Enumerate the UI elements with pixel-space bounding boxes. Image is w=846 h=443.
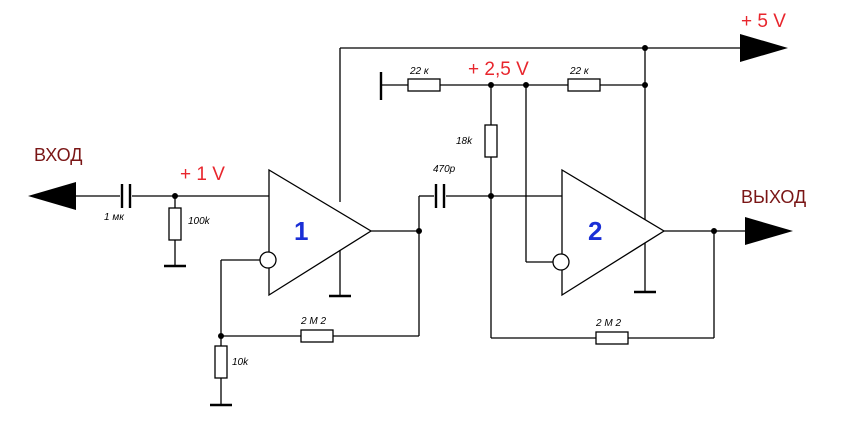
r-fb1-label: 2 М 2 <box>300 316 326 327</box>
opamp-2-label: 2 <box>588 216 602 246</box>
plus-2-5v-label: + 2,5 V <box>468 59 529 80</box>
plus-1v-label: + 1 V <box>180 164 225 185</box>
resistor-22k-right <box>567 78 601 92</box>
supply-rail-5v <box>339 34 788 294</box>
opamp-1-feedback <box>210 184 562 407</box>
resistor-2m2-opamp1 <box>300 329 334 343</box>
input-section <box>28 182 269 268</box>
output-5v-arrow <box>740 34 788 62</box>
output-arrow <box>745 217 793 245</box>
resistor-22k-left <box>407 78 441 92</box>
c-in-label: 1 мк <box>104 212 125 223</box>
output-label: ВЫХОД <box>741 187 806 207</box>
resistor-18k <box>484 124 498 158</box>
r-gnd1-label: 10k <box>232 357 249 368</box>
inverting-input-bubble-1 <box>259 251 277 269</box>
r-fb2-label: 2 М 2 <box>595 318 621 329</box>
inverting-input-bubble-2 <box>552 253 570 271</box>
resistor-10k <box>214 345 228 379</box>
r-in-bias-label: 100k <box>188 216 211 227</box>
r-div-right-label: 22 к <box>569 66 590 77</box>
resistor-100k <box>168 207 182 241</box>
resistor-2m2-opamp2 <box>595 331 629 345</box>
opamp-1-label: 1 <box>294 216 308 246</box>
r-div-left-label: 22 к <box>409 66 430 77</box>
divider-chain <box>379 72 648 338</box>
opamp-1: 1 <box>259 168 373 298</box>
c-couple-label: 470p <box>433 164 456 175</box>
opamp-2: 2 <box>552 168 666 297</box>
r-18k-label: 18k <box>456 136 473 147</box>
input-arrow <box>28 182 76 210</box>
input-label: ВХОД <box>34 145 82 165</box>
opamp-2-feedback <box>491 217 793 345</box>
plus-5v-label: + 5 V <box>741 11 786 32</box>
